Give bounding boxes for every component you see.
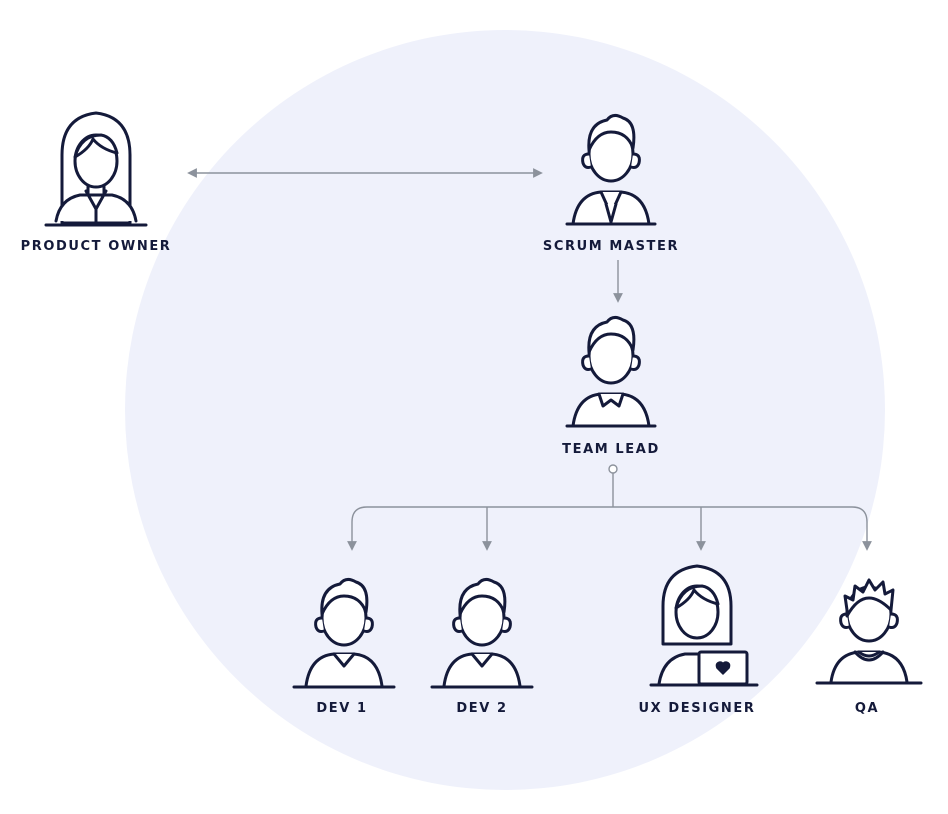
man-collar-icon	[565, 315, 657, 428]
qa-label: QA	[854, 701, 880, 716]
scrum-master-label: SCRUM MASTER	[542, 239, 680, 254]
ux-designer-label: UX DESIGNER	[638, 701, 756, 716]
connector-lines	[187, 168, 872, 551]
man-v-neck-icon	[292, 577, 396, 689]
woman-with-laptop-icon	[649, 564, 759, 687]
man-spiky-hair-icon	[815, 578, 923, 685]
team-branch-line	[347, 506, 872, 551]
team-lead-label: TEAM LEAD	[562, 442, 660, 457]
woman-long-hair-icon	[44, 111, 148, 227]
man-with-tie-icon	[565, 113, 657, 226]
product-owner-label: PRODUCT OWNER	[20, 239, 172, 254]
dev2-label: DEV 2	[456, 701, 508, 716]
dev1-label: DEV 1	[316, 701, 368, 716]
tl-connector-node	[608, 464, 618, 474]
man-v-neck-icon	[430, 577, 534, 689]
